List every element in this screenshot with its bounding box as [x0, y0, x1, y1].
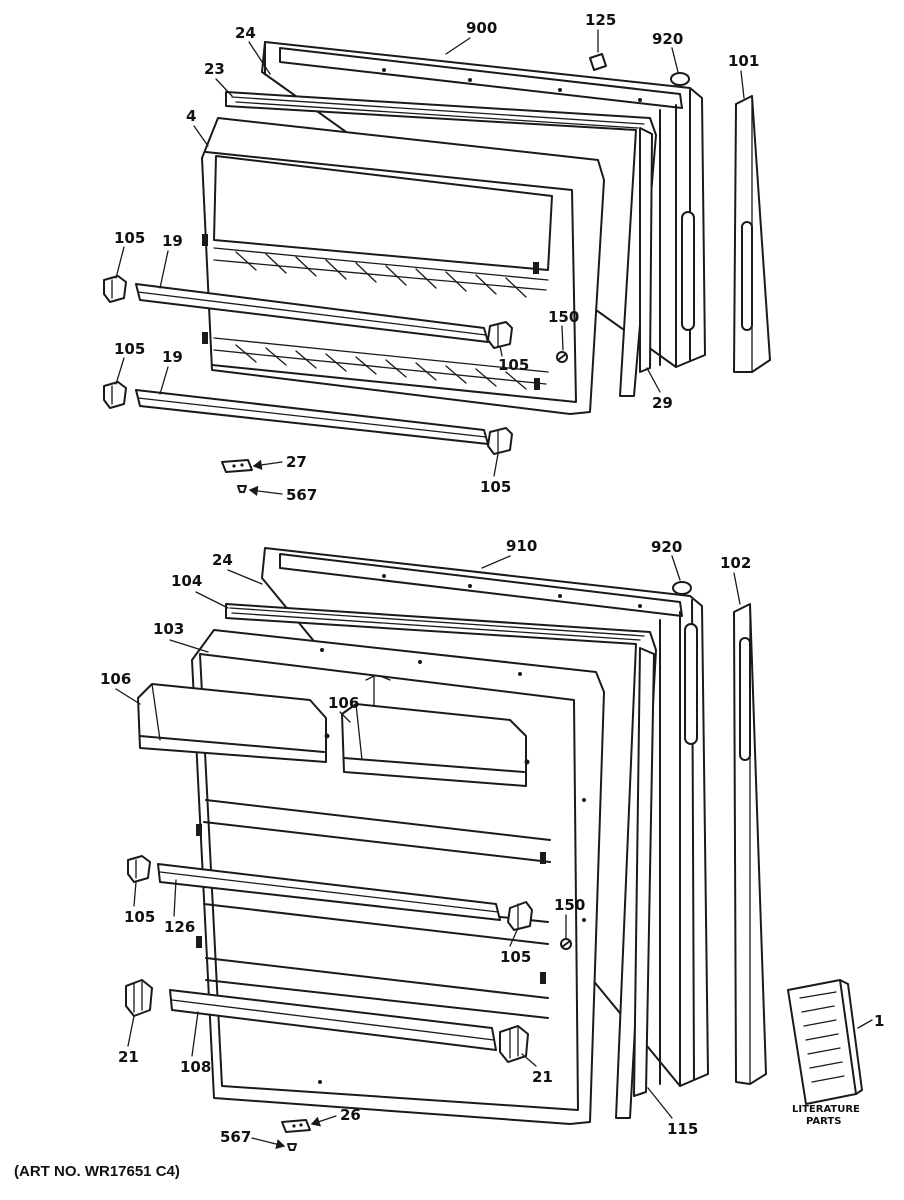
door-rail-108 — [169, 989, 497, 1051]
rail-clip-105-left-b — [103, 381, 127, 409]
screw-150-lower — [560, 938, 572, 950]
literature-label-line2: PARTS — [806, 1116, 841, 1127]
callout-1: 1 — [874, 1012, 884, 1030]
literature-packet: LITERATURE PARTS — [787, 979, 863, 1127]
door-bin-106-right — [341, 703, 530, 787]
freezer-callouts: 900 24 23 4 125 920 101 105 19 105 19 15… — [114, 11, 759, 504]
door-handle-102 — [733, 603, 767, 1085]
callout-19-a: 19 — [162, 232, 183, 250]
rail-clip-105-left-a — [103, 275, 127, 303]
freezer-liner-4 — [201, 117, 605, 415]
breaker-strip-104 — [225, 603, 657, 1119]
callout-24-fresh: 24 — [212, 551, 233, 569]
callout-102: 102 — [720, 554, 751, 572]
callout-150-freezer: 150 — [548, 308, 579, 326]
breaker-strip-23 — [225, 91, 657, 397]
bin-support-21-right — [499, 1025, 529, 1063]
literature-label-line1: LITERATURE — [792, 1104, 860, 1115]
cap-920 — [670, 72, 690, 86]
callout-21-left: 21 — [118, 1048, 139, 1066]
callout-106-left: 106 — [100, 670, 131, 688]
callout-920-fresh: 920 — [651, 538, 682, 556]
callout-105-upper-right-b: 105 — [480, 478, 511, 496]
callout-105-upper-left-b: 105 — [114, 340, 145, 358]
fresh-food-callouts: 910 24 920 102 104 103 106 106 105 126 1… — [100, 537, 884, 1150]
art-number: (ART NO. WR17651 C4) — [14, 1163, 180, 1180]
rail-clip-105-right-a — [487, 321, 513, 349]
door-rail-19-a — [135, 283, 489, 343]
callout-106-right: 106 — [328, 694, 359, 712]
callout-150-fresh: 150 — [554, 896, 585, 914]
fresh-food-door-assembly: LITERATURE PARTS — [125, 547, 863, 1151]
hinge-pin-27 — [221, 459, 253, 473]
callout-23: 23 — [204, 60, 225, 78]
callout-105-lower-left: 105 — [124, 908, 155, 926]
callout-126: 126 — [164, 918, 195, 936]
callout-24-freezer: 24 — [235, 24, 256, 42]
callout-104: 104 — [171, 572, 202, 590]
callout-105-lower-right: 105 — [500, 948, 531, 966]
hinge-screw-567-lower — [287, 1143, 297, 1151]
gasket-29 — [639, 127, 653, 373]
bin-support-21-left — [125, 979, 153, 1017]
plug-125 — [589, 53, 607, 71]
callout-910: 910 — [506, 537, 537, 555]
door-handle-101 — [733, 95, 771, 373]
callout-19-b: 19 — [162, 348, 183, 366]
callout-567-freezer: 567 — [286, 486, 317, 504]
cap-920-lower — [672, 581, 692, 595]
callout-900: 900 — [466, 19, 497, 37]
callout-21-right: 21 — [532, 1068, 553, 1086]
callout-29: 29 — [652, 394, 673, 412]
door-bin-106-left — [137, 683, 330, 763]
callout-108: 108 — [180, 1058, 211, 1076]
callout-105-upper-left-a: 105 — [114, 229, 145, 247]
gasket-115 — [633, 647, 655, 1097]
callout-115: 115 — [667, 1120, 698, 1138]
callout-26: 26 — [340, 1106, 361, 1124]
callout-27: 27 — [286, 453, 307, 471]
callout-4: 4 — [186, 107, 196, 125]
hinge-pin-26 — [281, 1119, 311, 1133]
callout-567-fresh: 567 — [220, 1128, 251, 1146]
door-rail-126 — [157, 863, 501, 921]
hinge-screw-567 — [237, 485, 247, 493]
screw-150 — [556, 351, 568, 363]
rail-clip-105-lower-right — [507, 901, 533, 931]
callout-125: 125 — [585, 11, 616, 29]
rail-clip-105-right-b — [487, 427, 513, 455]
callout-103: 103 — [153, 620, 184, 638]
callout-920-freezer: 920 — [652, 30, 683, 48]
freezer-door-assembly — [103, 41, 771, 493]
callout-101: 101 — [728, 52, 759, 70]
callout-105-upper-right-a: 105 — [498, 356, 529, 374]
rail-clip-105-lower-left — [127, 855, 151, 883]
